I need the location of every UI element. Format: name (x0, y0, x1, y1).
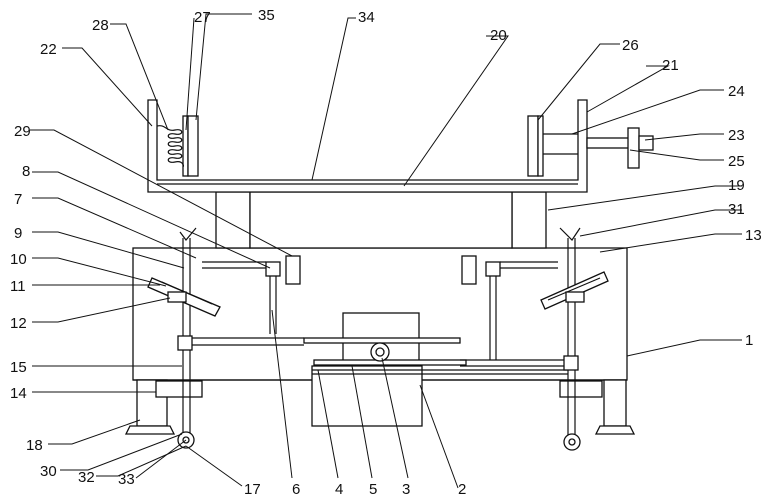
upper-columns (215, 191, 547, 249)
label-30: 30 (40, 463, 57, 480)
label-1: 1 (745, 332, 753, 349)
shafts (192, 337, 570, 367)
label-2: 2 (458, 481, 466, 498)
label-32: 32 (78, 469, 95, 486)
label-4: 4 (335, 481, 343, 498)
leader-lines (30, 13, 742, 489)
label-9: 9 (14, 225, 22, 242)
label-3: 3 (402, 481, 410, 498)
label-35: 35 (258, 7, 275, 24)
top-frame (147, 99, 588, 193)
label-26: 26 (622, 37, 639, 54)
label-8: 8 (22, 163, 30, 180)
label-12: 12 (10, 315, 27, 332)
label-18: 18 (26, 437, 43, 454)
reference-numbers: 1 2 3 4 5 6 7 8 9 10 11 12 13 14 15 17 1… (10, 7, 762, 498)
label-5: 5 (369, 481, 377, 498)
right-mechanism (461, 227, 609, 451)
label-22: 22 (40, 41, 57, 58)
label-7: 7 (14, 191, 22, 208)
label-10: 10 (10, 251, 27, 268)
label-24: 24 (728, 83, 745, 100)
right-clamp (527, 115, 654, 177)
label-13: 13 (745, 227, 762, 244)
label-15: 15 (10, 359, 27, 376)
left-mechanism (147, 227, 301, 449)
center-block (311, 365, 423, 427)
label-11: 11 (10, 278, 26, 295)
label-17: 17 (244, 481, 261, 498)
label-20: 20 (490, 27, 507, 44)
label-31: 31 (728, 201, 745, 218)
left-clamp (156, 115, 199, 177)
label-27: 27 (194, 9, 211, 26)
label-28: 28 (92, 17, 109, 34)
label-34: 34 (358, 9, 375, 26)
label-6: 6 (292, 481, 300, 498)
label-33: 33 (118, 471, 135, 488)
right-leg (559, 379, 636, 435)
left-leg (124, 379, 203, 435)
label-21: 21 (662, 57, 679, 74)
label-25: 25 (728, 153, 745, 170)
label-23: 23 (728, 127, 745, 144)
label-29: 29 (14, 123, 31, 140)
label-19: 19 (728, 177, 745, 194)
center-wheel (370, 342, 390, 362)
label-14: 14 (10, 385, 27, 402)
